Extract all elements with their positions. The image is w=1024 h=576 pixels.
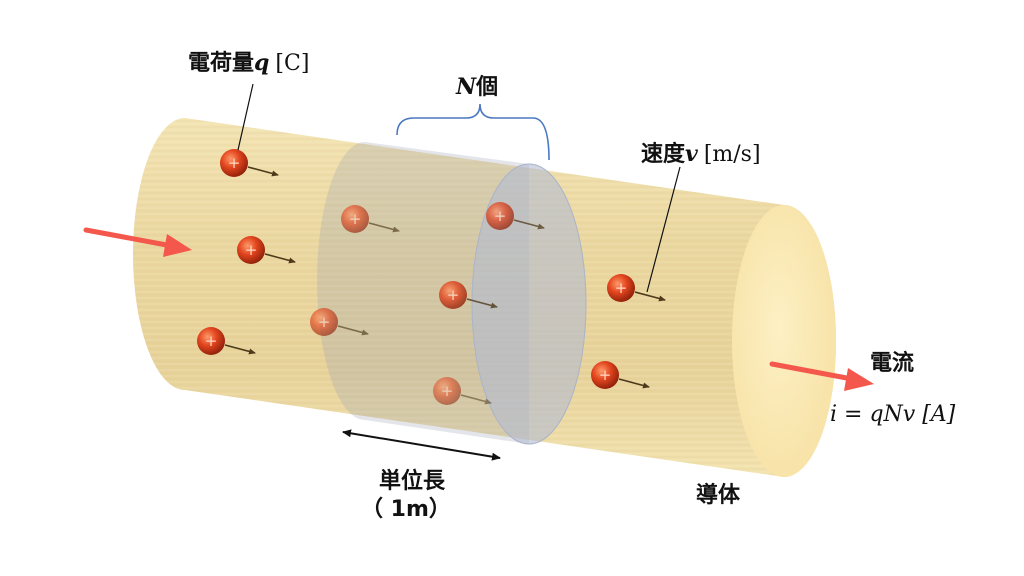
charge-sign: + — [615, 279, 628, 297]
positive-charge-sphere-icon: + — [237, 236, 296, 264]
charge-sign: + — [349, 210, 362, 228]
positive-charge-sphere-icon: + — [197, 327, 256, 355]
charge-sign: + — [599, 366, 612, 384]
velocity-arrow — [368, 222, 400, 233]
charge-sign: + — [245, 241, 258, 259]
charge-sign: + — [205, 332, 218, 350]
velocity-label: 速度v[m/s] — [641, 141, 761, 167]
positive-charge-sphere-icon: + — [433, 377, 492, 405]
count-label: N個 — [455, 74, 498, 100]
positive-charge-sphere-icon: + — [607, 274, 666, 302]
current-label: 電流 — [870, 350, 914, 376]
charge-sphere — [439, 281, 467, 309]
charge-sphere — [310, 308, 338, 336]
section-front-face — [471, 163, 587, 445]
unit-length-value: （ 1m） — [361, 497, 451, 522]
velocity-arrow — [466, 298, 498, 309]
charge-sphere — [197, 327, 225, 355]
charge-sphere — [220, 149, 248, 177]
velocity-arrow — [513, 219, 545, 230]
cylinder-end-face — [732, 205, 836, 477]
charges-group: + + + + + + + + + + — [197, 149, 666, 405]
unit-length-label: 単位長 — [379, 468, 446, 494]
velocity-arrow — [337, 325, 369, 336]
section-slab — [317, 142, 529, 444]
positive-charge-sphere-icon: + — [439, 281, 498, 309]
current-arrow-in-icon — [83, 227, 192, 257]
charge-sphere — [607, 274, 635, 302]
positive-charge-sphere-icon: + — [486, 202, 545, 230]
conductor-label: 導体 — [696, 482, 741, 508]
positive-charge-sphere-icon: + — [591, 361, 650, 389]
charge-sphere — [433, 377, 461, 405]
charge-sphere — [237, 236, 265, 264]
charge-leader-line — [237, 83, 254, 151]
count-label-jp: 個 — [475, 75, 498, 100]
charge-sign: + — [494, 207, 507, 225]
positive-charge-sphere-icon: + — [310, 308, 369, 336]
charge-sign: + — [318, 313, 331, 331]
charge-sphere — [341, 205, 369, 233]
unit-length-section — [317, 142, 587, 445]
unit-length-dimension-arrow — [342, 429, 501, 461]
positive-charge-sphere-icon: + — [220, 149, 279, 177]
charge-sphere — [591, 361, 619, 389]
velocity-unit: [m/s] — [704, 142, 761, 167]
charge-sign: + — [441, 382, 454, 400]
charge-sign: + — [447, 286, 460, 304]
charge-unit: [C] — [275, 51, 309, 76]
velocity-arrow — [634, 291, 666, 302]
velocity-arrow — [224, 344, 256, 355]
velocity-label-jp: 速度 — [641, 141, 686, 167]
count-symbol: N — [455, 74, 477, 100]
velocity-symbol: v — [685, 141, 698, 167]
charge-sign: + — [228, 154, 241, 172]
velocity-arrow — [264, 253, 296, 264]
count-brace — [396, 103, 550, 161]
charge-label-jp: 電荷量 — [188, 51, 254, 76]
velocity-arrow — [247, 166, 279, 177]
charge-symbol: q — [254, 50, 269, 76]
current-arrow-out-icon — [769, 361, 874, 391]
velocity-arrow — [460, 394, 492, 405]
charge-sphere — [486, 202, 514, 230]
velocity-leader-line — [646, 166, 681, 293]
velocity-arrow — [618, 378, 650, 389]
charge-label: 電荷量q[C] — [188, 50, 309, 76]
positive-charge-sphere-icon: + — [341, 205, 400, 233]
current-formula: i = qNv [A] — [830, 402, 956, 427]
